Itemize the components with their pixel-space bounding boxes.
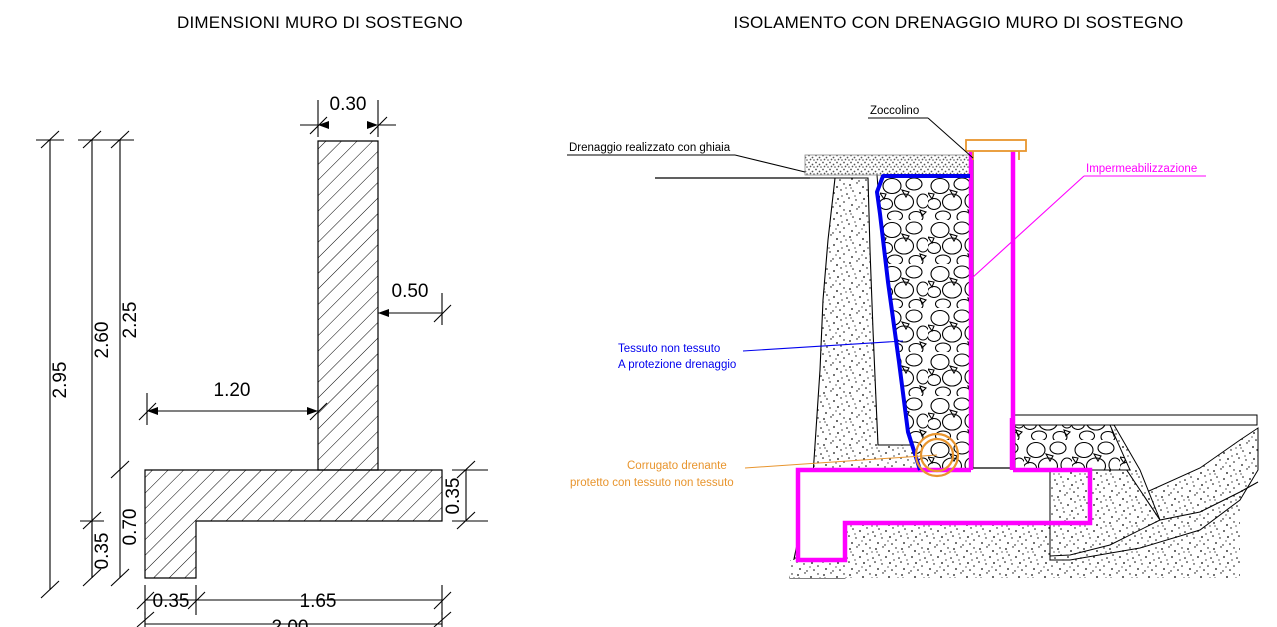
baseboard-leader xyxy=(868,117,974,159)
dimension-heel-span: 1.20 xyxy=(214,380,251,401)
baseboard-zoccolino xyxy=(965,139,1027,160)
right-panel-title: ISOLAMENTO CON DRENAGGIO MURO DI SOSTEGN… xyxy=(733,13,1184,32)
right-panel: ISOLAMENTO CON DRENAGGIO MURO DI SOSTEGN… xyxy=(567,0,1277,627)
dimension-height-2: 2.60 xyxy=(92,322,113,359)
label-waterproofing: Impermeabilizzazione xyxy=(1086,163,1197,175)
dimension-toe-offset: 0.50 xyxy=(392,281,429,302)
insulation-drainage-drawing: Drenaggio realizzato con ghiaia Zoccolin… xyxy=(567,105,1259,579)
dimension-heel-width: 0.35 xyxy=(153,591,190,612)
label-geotextile-line1: Tessuto non tessuto xyxy=(618,343,720,355)
dimension-stem-height: 2.25 xyxy=(120,302,141,339)
toe-offset-dimension xyxy=(378,293,452,325)
wall-dimension-drawing: 2.95 2.60 2.25 0.70 0.35 0.30 xyxy=(36,94,488,627)
dimension-footing-thickness: 0.35 xyxy=(443,478,464,515)
dimension-total-height: 2.95 xyxy=(50,362,71,399)
dimension-stem-width: 0.30 xyxy=(330,94,367,115)
footing-thickness-dimension xyxy=(452,460,488,530)
wall-section-outline xyxy=(144,140,443,579)
waterproofing-membrane xyxy=(795,150,1093,563)
drainage-pipe xyxy=(914,432,960,478)
dimension-key-step: 0.35 xyxy=(92,533,113,570)
label-pipe-line2: protetto con tessuto non tessuto xyxy=(570,477,734,489)
heel-span-dimension xyxy=(138,393,328,425)
left-panel-title: DIMENSIONI MURO DI SOSTEGNO xyxy=(177,13,463,32)
gravel-drainage-column xyxy=(876,174,971,471)
right-slab xyxy=(1011,414,1258,426)
gravel-drain-leader xyxy=(567,154,806,173)
left-panel: DIMENSIONI MURO DI SOSTEGNO xyxy=(36,13,488,627)
dimension-total-width-cut: 2.00 xyxy=(272,617,309,627)
label-baseboard: Zoccolino xyxy=(870,105,919,117)
dimension-footing-run: 1.65 xyxy=(300,591,337,612)
geotextile-leader xyxy=(742,340,904,352)
label-geotextile-line2: A protezione drenaggio xyxy=(618,359,736,371)
waterproofing-leader xyxy=(971,175,1206,279)
surface-gravel-band xyxy=(804,154,971,176)
bottom-dimension-lines xyxy=(136,585,452,627)
stem-width-dimension xyxy=(300,100,396,137)
dimension-key-depth: 0.70 xyxy=(120,509,141,546)
label-pipe-line1: Corrugato drenante xyxy=(627,460,727,472)
vertical-dimension-lines xyxy=(36,130,134,599)
pipe-leader xyxy=(744,454,938,469)
geotextile-line xyxy=(875,174,970,471)
label-gravel-drain: Drenaggio realizzato con ghiaia xyxy=(569,142,731,154)
